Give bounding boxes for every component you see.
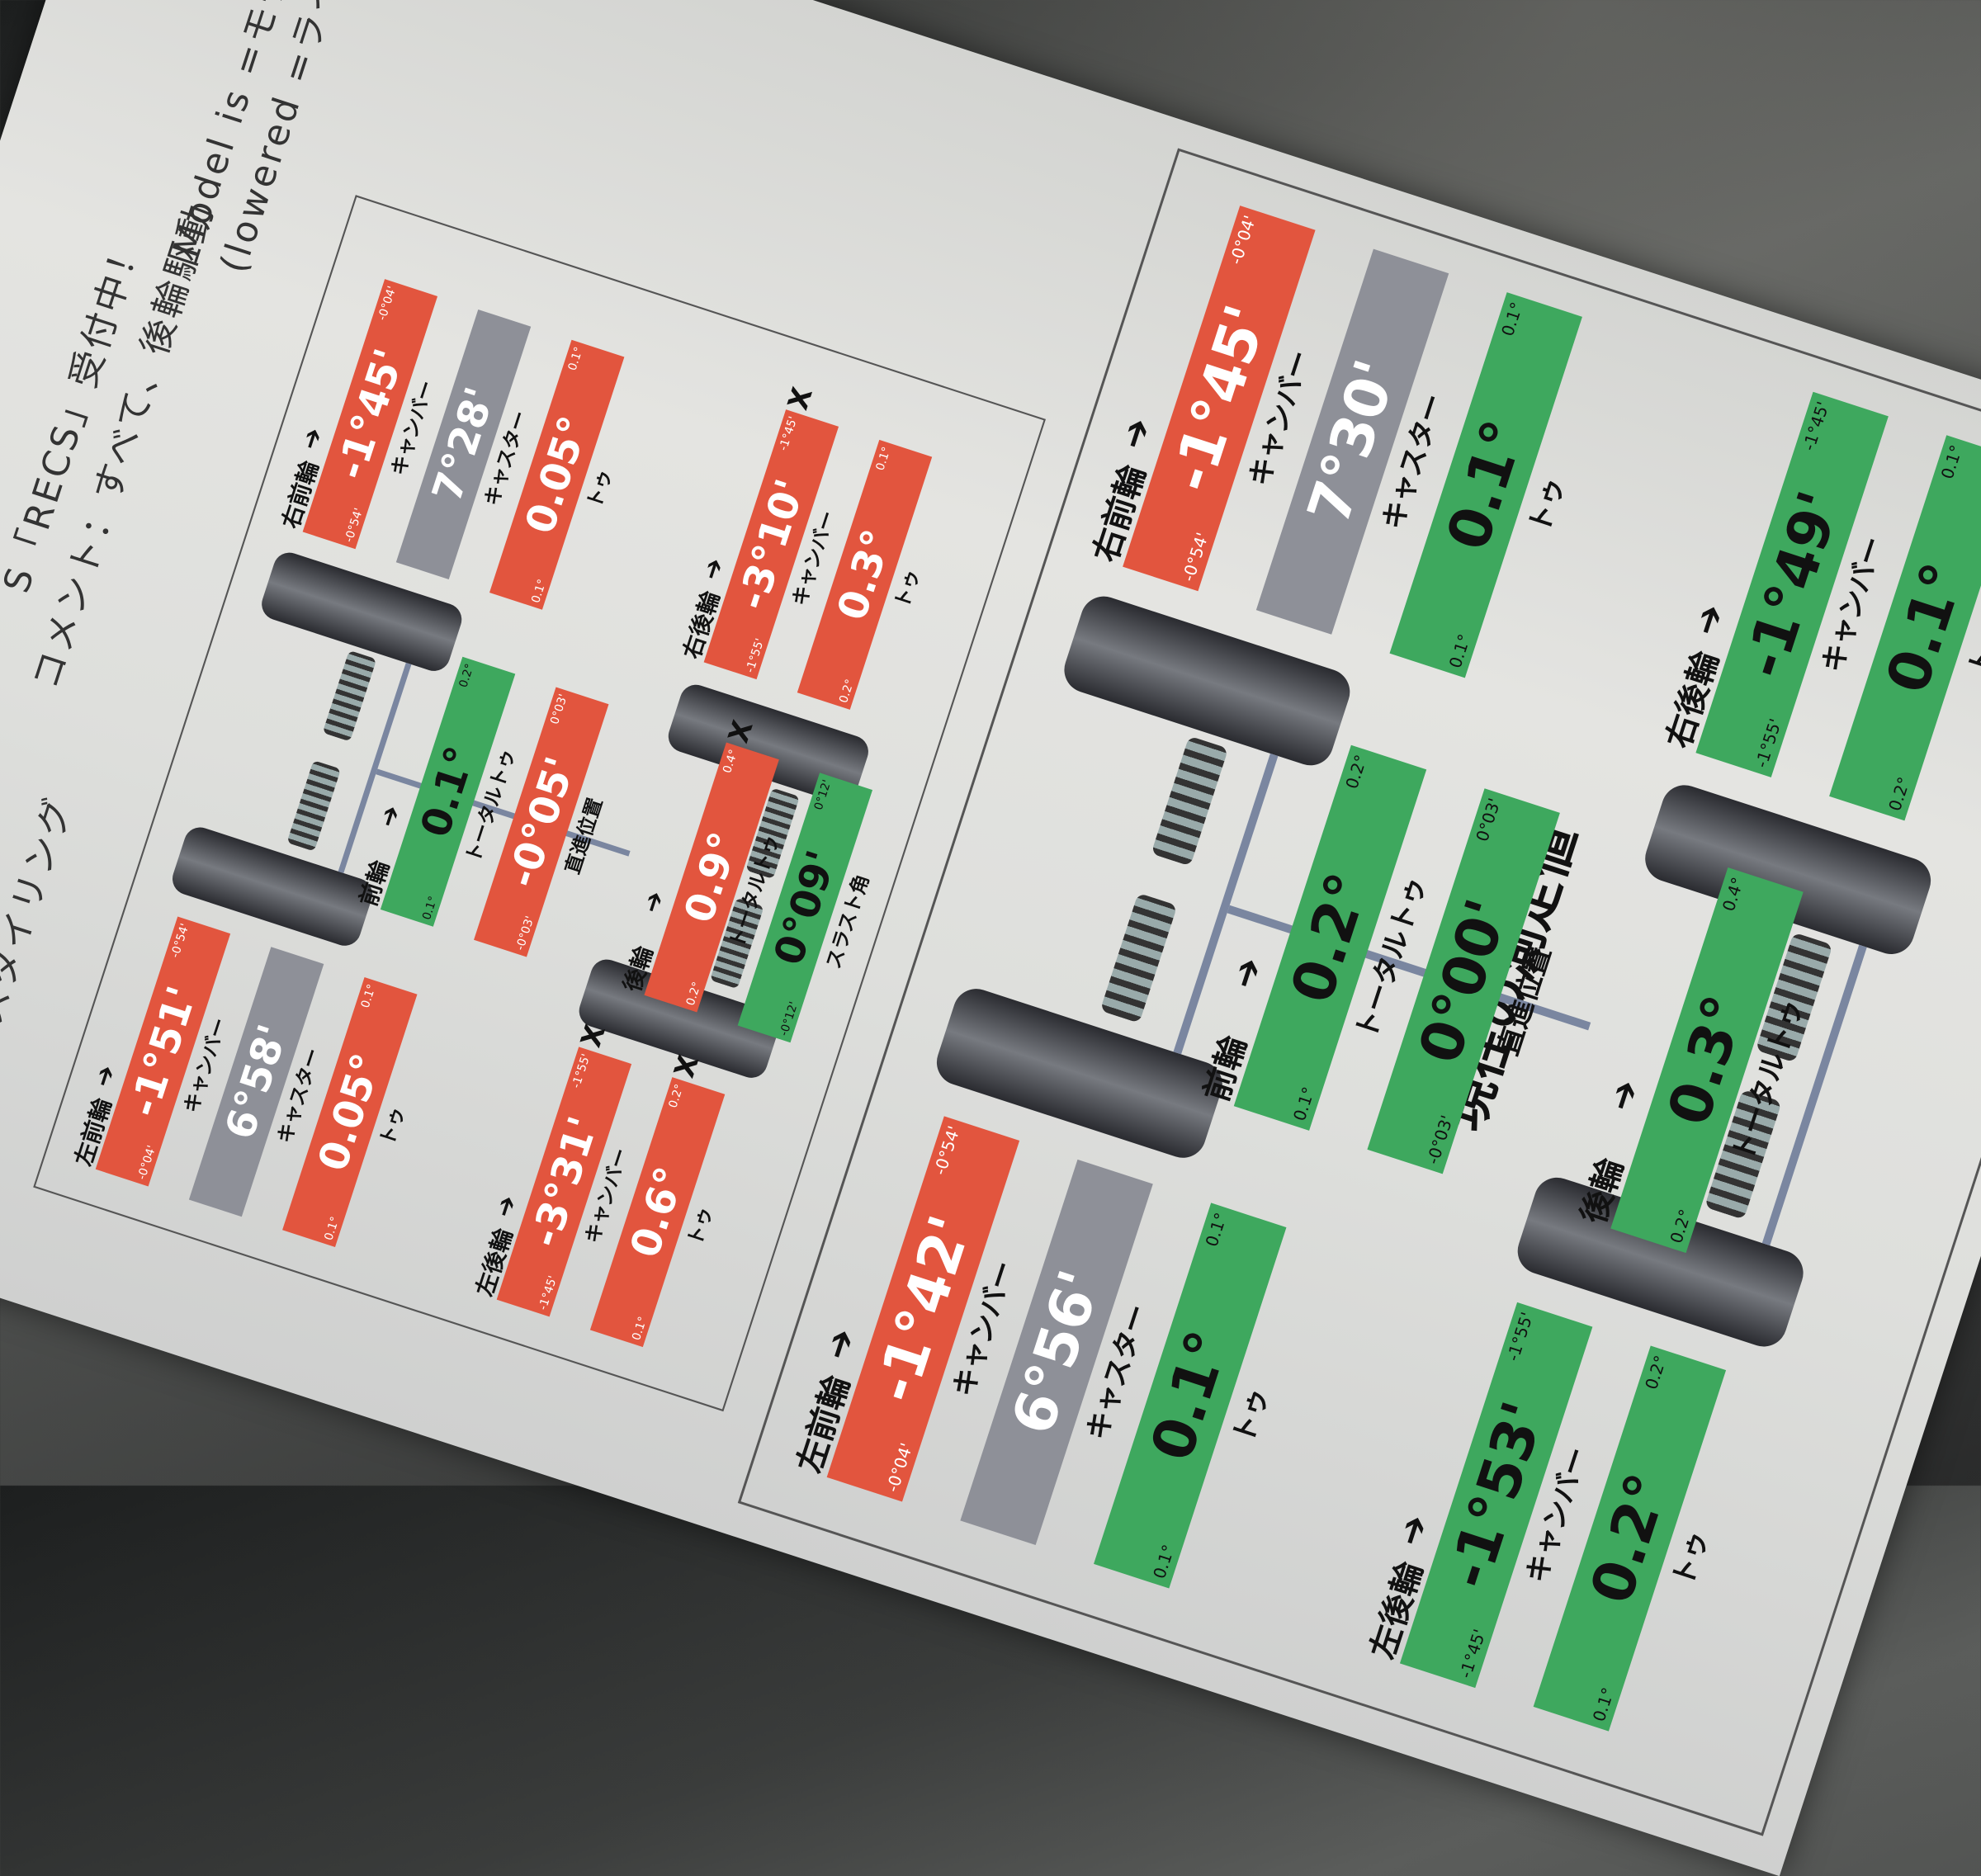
coil-spring-icon <box>286 760 342 852</box>
coil-spring-icon <box>1099 892 1178 1023</box>
down-arrow-icon: ➔ <box>1684 598 1734 641</box>
down-arrow-icon: ➔ <box>294 423 329 454</box>
rear-axle-total-toe-gauge: 0.3°0.2°0.4°トータルトゥ <box>1610 867 1810 1254</box>
down-arrow-icon: ➔ <box>1111 412 1161 455</box>
down-arrow-icon: ➔ <box>87 1061 122 1091</box>
down-arrow-icon: ➔ <box>636 887 671 917</box>
down-arrow-icon: ➔ <box>489 1191 523 1222</box>
down-arrow-icon: ➔ <box>815 1323 865 1365</box>
coil-spring-icon <box>322 650 377 742</box>
coil-spring-icon <box>1151 735 1229 867</box>
down-arrow-icon: ➔ <box>1599 1074 1649 1117</box>
down-arrow-icon: ➔ <box>1222 952 1272 995</box>
down-arrow-icon: ➔ <box>1388 1509 1439 1552</box>
down-arrow-icon: ➔ <box>372 801 408 831</box>
down-arrow-icon: ➔ <box>695 554 730 584</box>
